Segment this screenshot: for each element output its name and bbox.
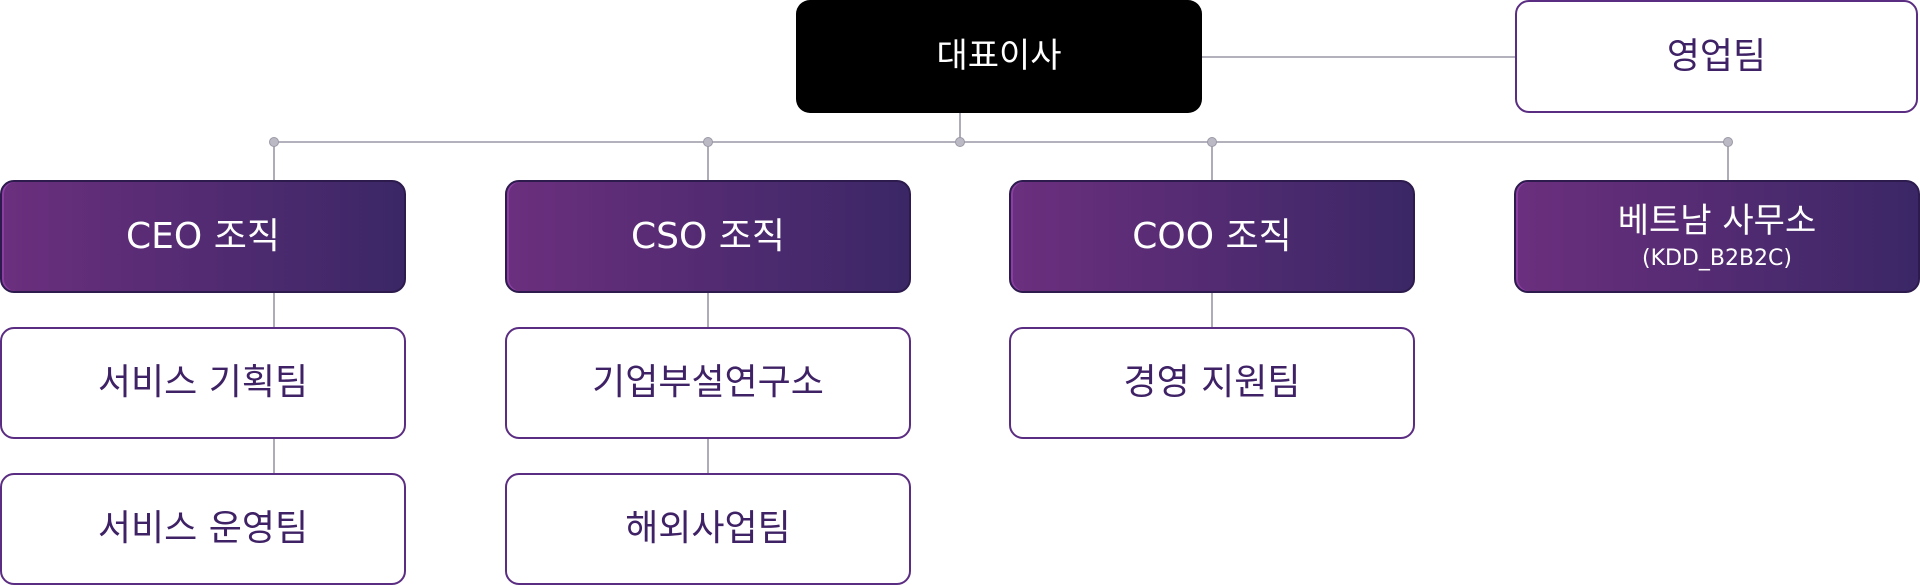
node-team-label: 해외사업팀	[625, 508, 791, 550]
node-team-label: 경영 지원팀	[1123, 362, 1301, 404]
node-root: 대표이사	[796, 0, 1202, 113]
node-org-vietnam: 베트남 사무소 (KDD_B2B2C)	[1514, 180, 1920, 293]
junction-dot	[1723, 137, 1733, 147]
junction-dot	[703, 137, 713, 147]
node-org-coo: COO 조직	[1009, 180, 1415, 293]
junction-dot	[269, 137, 279, 147]
node-side-team-label: 영업팀	[1666, 35, 1767, 77]
node-org-sublabel: (KDD_B2B2C)	[1641, 245, 1792, 271]
node-org-label: CEO 조직	[126, 215, 280, 257]
node-side-team: 영업팀	[1515, 0, 1918, 113]
junction-dot	[1207, 137, 1217, 147]
node-team-label: 서비스 운영팀	[97, 508, 309, 550]
node-team: 경영 지원팀	[1009, 327, 1415, 439]
node-team: 서비스 운영팀	[0, 473, 406, 585]
node-team-label: 기업부설연구소	[592, 362, 824, 404]
node-root-label: 대표이사	[936, 35, 1062, 76]
node-org-label: COO 조직	[1132, 215, 1292, 257]
node-team: 기업부설연구소	[505, 327, 911, 439]
node-org-label: CSO 조직	[630, 215, 785, 257]
node-team: 서비스 기획팀	[0, 327, 406, 439]
node-org-ceo: CEO 조직	[0, 180, 406, 293]
node-org-cso: CSO 조직	[505, 180, 911, 293]
node-team-label: 서비스 기획팀	[97, 362, 309, 404]
node-org-label: 베트남 사무소	[1617, 201, 1817, 242]
junction-dot	[955, 137, 965, 147]
node-team: 해외사업팀	[505, 473, 911, 585]
